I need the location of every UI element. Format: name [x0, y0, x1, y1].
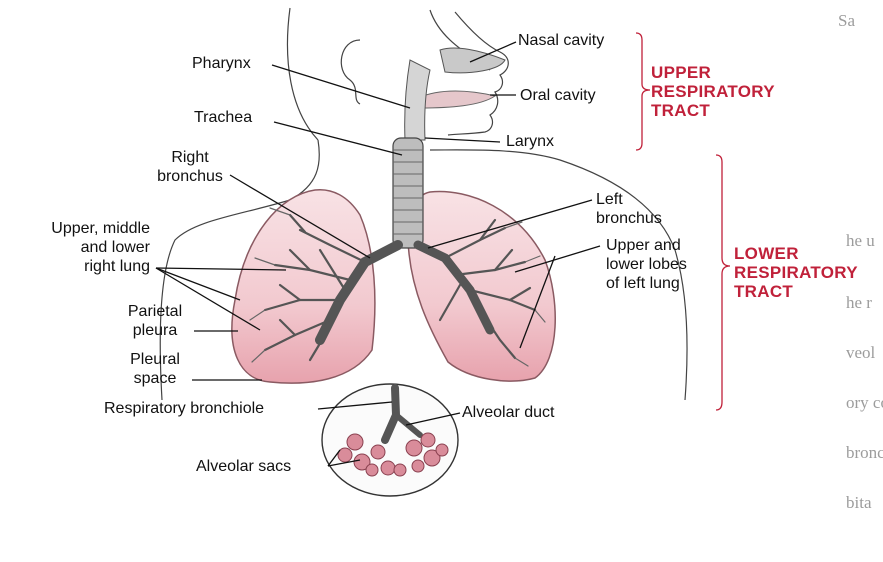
label-alveolar-sacs: Alveolar sacs	[196, 457, 291, 476]
bleed-through-text: bita	[846, 490, 872, 515]
region-upper-respiratory-tract: UPPER RESPIRATORY TRACT	[651, 63, 775, 120]
region-line: LOWER	[734, 244, 858, 263]
label-parietal-pleura: Parietal pleura	[110, 302, 200, 340]
oral-cavity-shape	[418, 91, 495, 108]
label-line: space	[110, 369, 200, 388]
label-line: Left	[596, 190, 662, 209]
label-line: bronchus	[596, 209, 662, 228]
label-upper-lower-lobes: Upper and lower lobes of left lung	[606, 236, 687, 293]
lower-bracket	[716, 155, 730, 410]
label-left-bronchus: Left bronchus	[596, 190, 662, 228]
region-line: TRACT	[651, 101, 775, 120]
label-line: bronchus	[130, 167, 250, 186]
bleed-through-text: bronc	[846, 440, 883, 465]
bleed-through-text: veol	[846, 340, 875, 365]
label-pharynx: Pharynx	[192, 54, 251, 73]
face-profile	[448, 12, 508, 135]
label-line: Upper, middle	[12, 219, 150, 238]
label-alveolar-duct: Alveolar duct	[462, 403, 555, 422]
upper-bracket	[636, 33, 650, 150]
label-line: Pleural	[110, 350, 200, 369]
label-line: pleura	[110, 321, 200, 340]
alveoli-inset	[322, 384, 458, 496]
region-line: TRACT	[734, 282, 858, 301]
label-line: Parietal	[110, 302, 200, 321]
label-line: right lung	[12, 257, 150, 276]
label-pleural-space: Pleural space	[110, 350, 200, 388]
label-respiratory-bronchiole: Respiratory bronchiole	[104, 399, 264, 418]
bleed-through-text: ory cou	[846, 390, 883, 415]
label-right-bronchus: Right bronchus	[130, 148, 250, 186]
region-line: RESPIRATORY	[651, 82, 775, 101]
label-line: Upper and	[606, 236, 687, 255]
bleed-through-text: Sa	[838, 8, 855, 33]
region-line: RESPIRATORY	[734, 263, 858, 282]
region-line: UPPER	[651, 63, 775, 82]
label-line: of left lung	[606, 274, 687, 293]
ear-outline	[341, 40, 360, 104]
label-trachea: Trachea	[194, 108, 252, 127]
label-upper-middle-lower: Upper, middle and lower right lung	[12, 219, 150, 276]
label-nasal-cavity: Nasal cavity	[518, 31, 604, 50]
region-lower-respiratory-tract: LOWER RESPIRATORY TRACT	[734, 244, 858, 301]
label-line: and lower	[12, 238, 150, 257]
label-oral-cavity: Oral cavity	[520, 86, 596, 105]
label-line: lower lobes	[606, 255, 687, 274]
left-lung	[408, 192, 555, 381]
label-larynx: Larynx	[506, 132, 554, 151]
label-line: Right	[130, 148, 250, 167]
head-airway	[405, 12, 509, 140]
